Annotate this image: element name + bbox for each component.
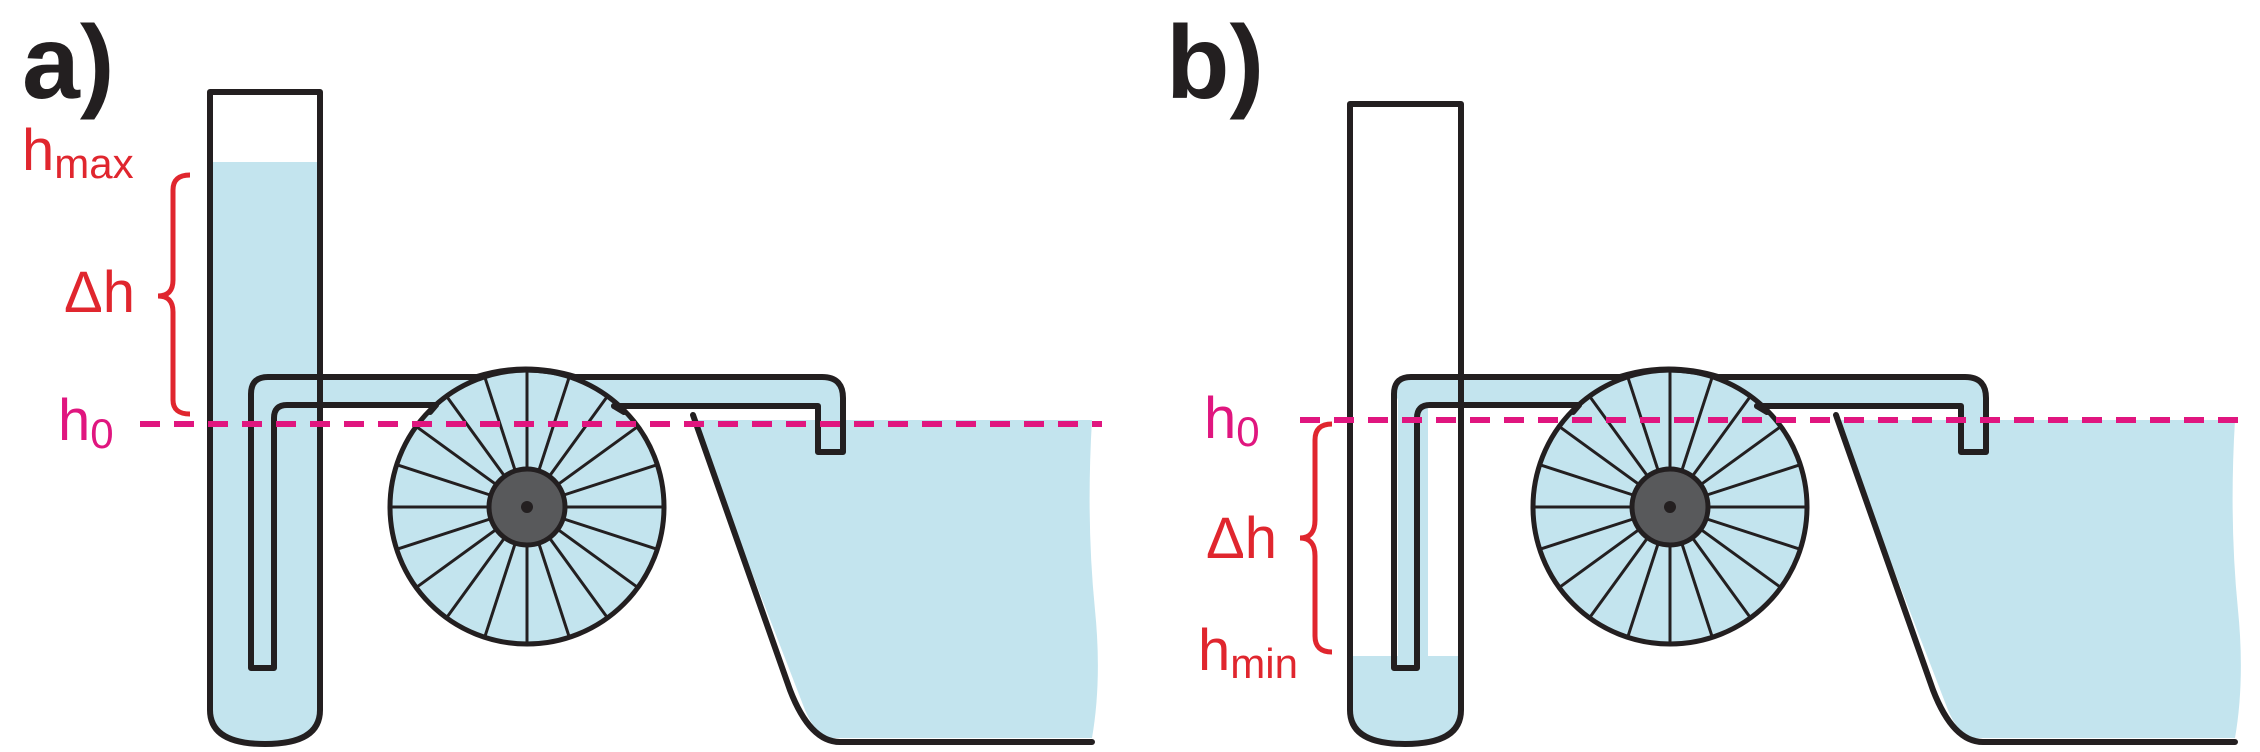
wheel-spoke: [1558, 425, 1642, 488]
h-min-label: hmin: [1198, 618, 1298, 687]
wheel-spoke: [445, 535, 508, 619]
panel-a: a) hmax Δh: [22, 5, 1102, 747]
siphon-tube-left: [248, 374, 439, 671]
wheel-spoke: [396, 516, 494, 551]
h-max-label: hmax: [22, 118, 134, 187]
wheel-spoke: [415, 526, 499, 589]
siphon-tube-outer: [317, 366, 846, 455]
wheel-spoke: [1588, 395, 1651, 479]
water-wheel-b: [1530, 367, 1810, 647]
siphon-arm-water: [250, 371, 840, 668]
wheel-spoke: [1703, 463, 1801, 498]
apparatus-outline-b: [1347, 101, 2238, 747]
wheel-spoke: [1539, 516, 1637, 551]
wheel-axle-b: [1664, 501, 1676, 513]
reservoir-wall: [690, 412, 1095, 745]
reservoir-wall-b: [1833, 412, 2238, 745]
delta-h-brace: [157, 172, 191, 417]
water-wheel: [387, 367, 667, 647]
wheel-spoke: [1689, 395, 1752, 479]
tall-tube-b: [1347, 101, 1464, 747]
reservoir-water-b: [1836, 420, 2241, 738]
wheel-spoke: [1539, 463, 1637, 498]
panel-b: b) h0 Δh hmin: [1166, 5, 2250, 747]
h0-label: h0: [58, 388, 114, 457]
wheel-spoke: [445, 395, 508, 479]
wheel-spoke: [1626, 376, 1661, 474]
water-fill: [212, 162, 1098, 742]
siphon-arm-water-b: [1393, 371, 1983, 668]
panel-a-label: a): [22, 5, 114, 121]
wheel-spoke: [1588, 535, 1651, 619]
delta-h-label-b: Δh: [1206, 506, 1277, 571]
siphon-tube-left-b: [1391, 374, 1582, 671]
wheel-spoke: [415, 425, 499, 488]
panel-b-label: b): [1166, 5, 1264, 121]
siphon-tube-outer-b: [1458, 366, 1989, 455]
wheel-spoke: [1698, 425, 1782, 488]
annotations-b: h0 Δh hmin: [1198, 386, 2250, 687]
delta-h-brace-b: [1299, 421, 1333, 655]
delta-h-label: Δh: [64, 260, 135, 325]
tall-tube: [207, 89, 323, 747]
wheel-spoke: [1679, 540, 1714, 638]
wheel-spoke: [483, 376, 518, 474]
annotations-a: hmax Δh h0: [22, 118, 1102, 457]
wheel-spoke: [560, 516, 658, 551]
wheel-spoke: [536, 540, 571, 638]
wheel-spoke: [555, 425, 639, 488]
wheel-spoke: [1626, 540, 1661, 638]
wheel-spoke: [483, 540, 518, 638]
wheel-spoke: [1698, 526, 1782, 589]
wheel-spoke: [1558, 526, 1642, 589]
wheel-axle: [521, 501, 533, 513]
wheel-spoke: [560, 463, 658, 498]
wheel-spoke: [396, 463, 494, 498]
wheel-spoke: [1679, 376, 1714, 474]
wheel-spoke: [546, 395, 609, 479]
reservoir-water: [693, 420, 1098, 738]
wheel-spoke: [1689, 535, 1752, 619]
tall-tube-water-b: [1352, 656, 1458, 742]
wheel-spoke: [1703, 516, 1801, 551]
water-fill-b: [1352, 371, 2241, 742]
wheel-spoke: [546, 535, 609, 619]
apparatus-outline: [207, 89, 1095, 747]
h0-label-b: h0: [1204, 386, 1260, 455]
wheel-spoke: [555, 526, 639, 589]
